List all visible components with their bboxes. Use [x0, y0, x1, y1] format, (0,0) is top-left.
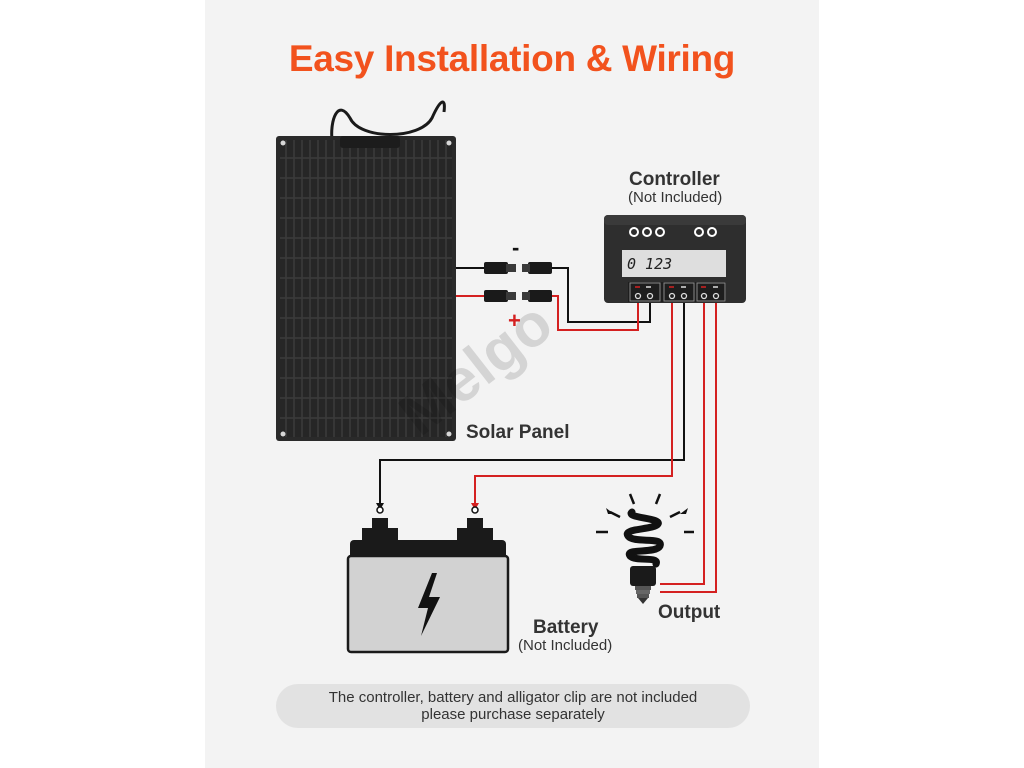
disclaimer-line-1: The controller, battery and alligator cl…	[328, 689, 698, 706]
plus-sign: +	[508, 308, 521, 333]
mc4-connector-negative	[484, 262, 552, 274]
controller-sublabel: (Not Included)	[628, 189, 723, 206]
panel-to-controller-wires	[552, 267, 651, 331]
solar-panel-label: Solar Panel	[466, 422, 570, 443]
light-bulb-icon	[596, 493, 694, 604]
battery-sublabel: (Not Included)	[518, 637, 613, 654]
lcd-display-value: 0 123	[627, 255, 672, 273]
minus-sign: -	[512, 235, 519, 260]
disclaimer-note: The controller, battery and alligator cl…	[276, 684, 750, 728]
battery	[346, 506, 510, 654]
charge-controller: 0 123	[604, 215, 746, 303]
page-title: Easy Installation & Wiring	[288, 38, 736, 79]
controller-label: Controller	[629, 169, 720, 190]
lightning-icon	[418, 573, 440, 636]
controller-to-output-wires	[660, 296, 717, 593]
output-label: Output	[658, 602, 721, 623]
terminal-block	[629, 282, 726, 302]
battery-label: Battery	[533, 617, 599, 638]
panel-leads	[456, 267, 484, 297]
mc4-connector-positive	[484, 290, 552, 302]
terminal-screws	[634, 292, 720, 300]
button-icon	[694, 227, 704, 237]
button-icon	[629, 227, 639, 237]
disclaimer-line-2: please purchase separately	[421, 706, 605, 723]
button-icon	[655, 227, 665, 237]
button-icon	[642, 227, 652, 237]
lcd-display	[622, 250, 726, 277]
button-icon	[707, 227, 717, 237]
solar-panel	[276, 100, 456, 441]
